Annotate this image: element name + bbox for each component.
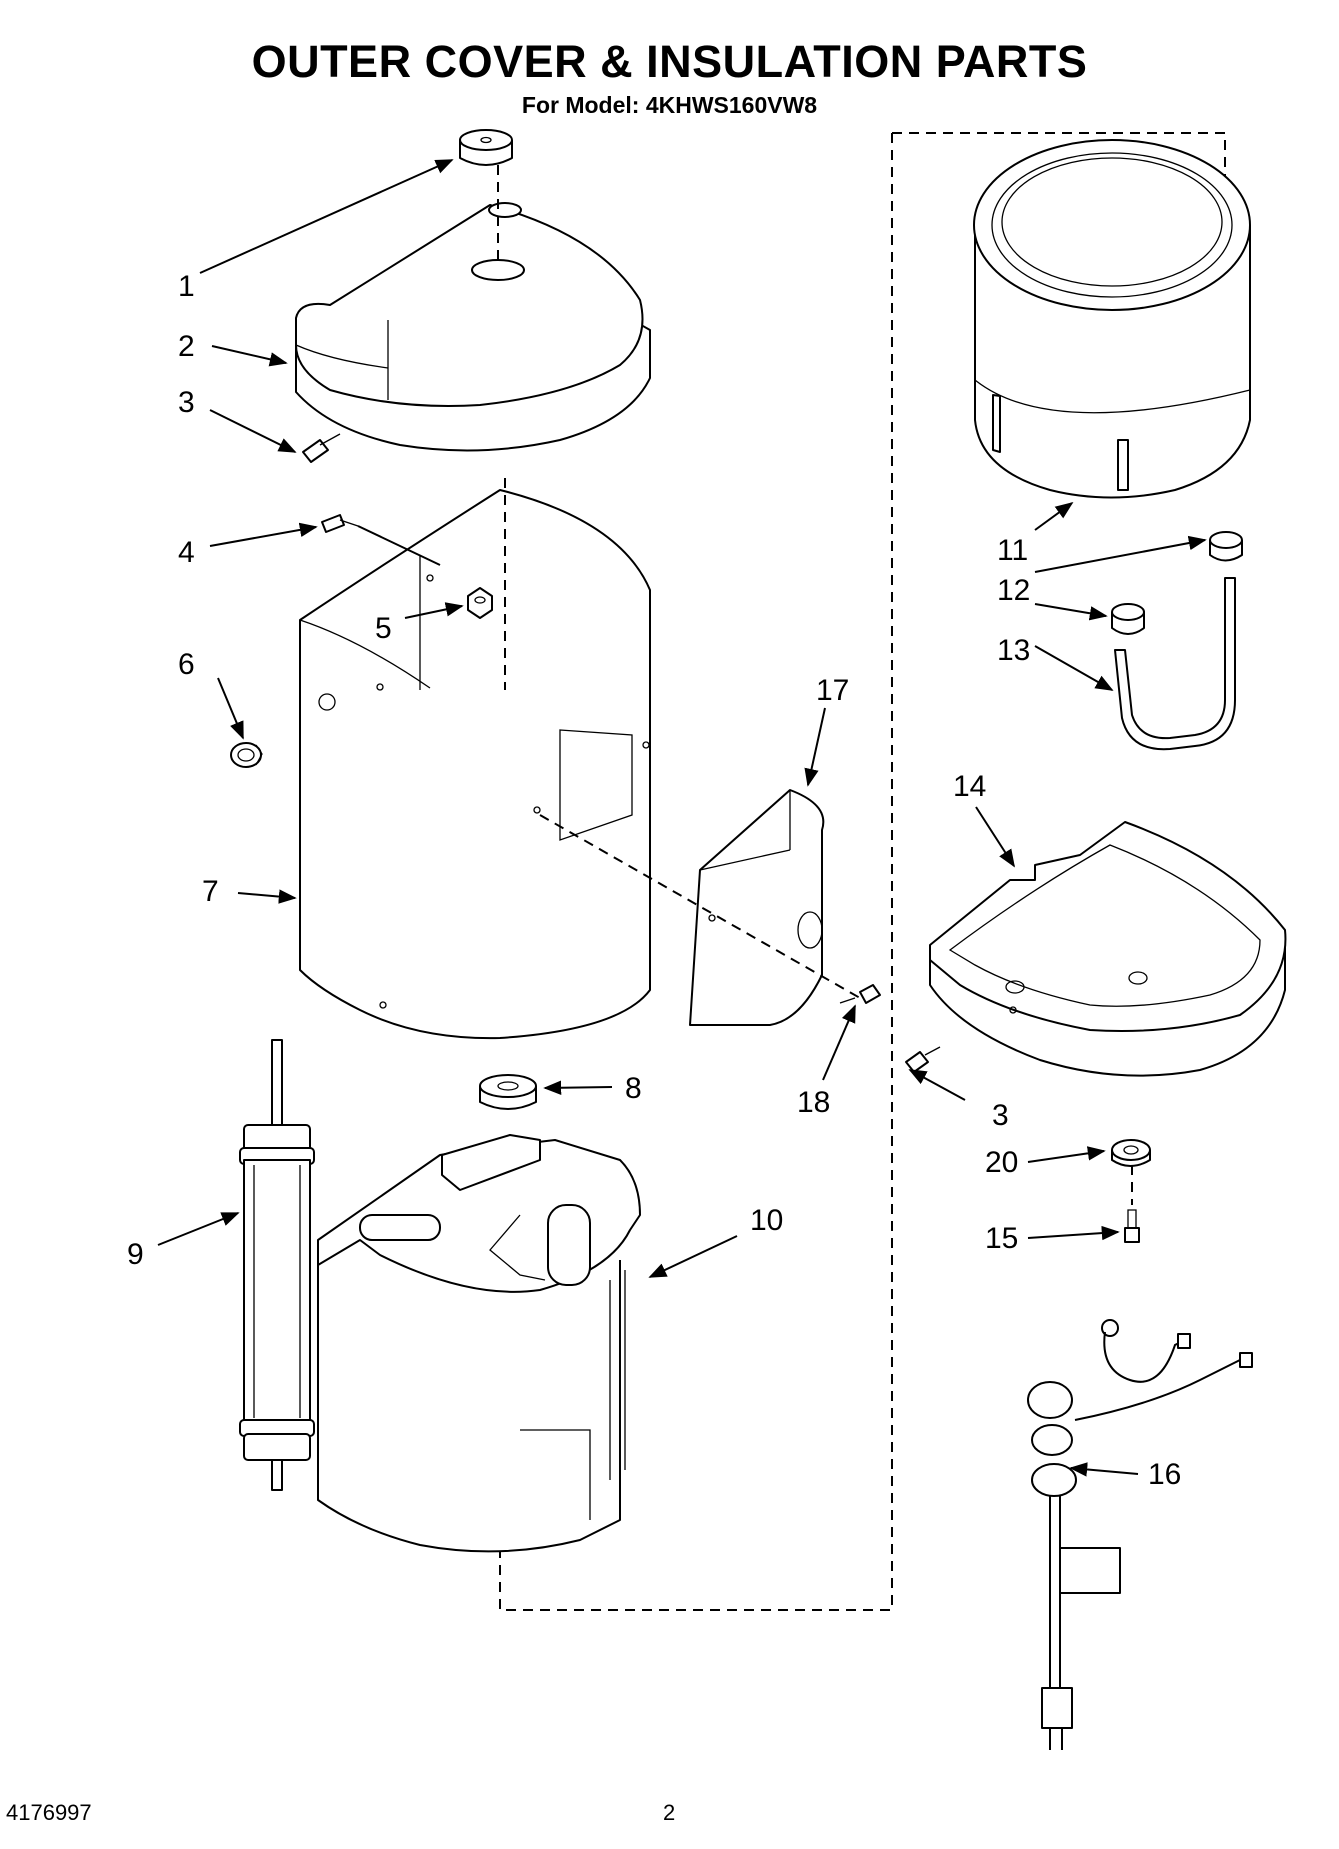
part-3-screw-lower [905,1046,941,1073]
part-2-top-cover [295,202,651,452]
page-title: OUTER COVER & INSULATION PARTS [251,36,1088,87]
callout-6: 6 [178,648,195,681]
callout-17: 17 [816,674,849,707]
callout-15: 15 [985,1222,1018,1255]
callout-8: 8 [625,1072,642,1105]
part-8-grommet [479,1074,537,1110]
part-4-screw [321,514,441,566]
callout-3-upper: 3 [178,386,195,419]
part-5-nut [467,587,493,619]
callout-20: 20 [985,1146,1018,1179]
part-3-screw-upper [302,433,341,463]
part-15-screw [1124,1209,1140,1243]
callout-4: 4 [178,536,195,569]
part-11-insulation-ring [973,139,1251,499]
part-13-tube [1114,577,1236,751]
callout-12: 12 [997,574,1030,607]
callout-1: 1 [178,270,195,303]
part-18-screw [839,984,881,1004]
callout-7: 7 [202,875,219,908]
part-12-plugs [1111,531,1243,635]
part-10-bottom-insulation [317,1134,641,1553]
axis-line-shield [539,814,861,999]
callout-9: 9 [127,1238,144,1271]
part-20-washer [1111,1139,1151,1167]
callout-2: 2 [178,330,195,363]
callout-10: 10 [750,1204,783,1237]
callout-11: 11 [997,534,1028,567]
callout-14: 14 [953,770,986,803]
callout-labels: 1 2 3 4 5 6 7 8 9 10 11 12 13 14 3 20 15… [127,270,1181,1491]
page-number: 2 [663,1800,676,1825]
leader-lines [157,159,1207,1477]
callout-13: 13 [997,634,1030,667]
callout-3-lower: 3 [992,1099,1009,1132]
part-6-grommet [230,742,263,768]
part-14-drain-pan [929,821,1287,1077]
part-16-power-cord [1027,1319,1253,1750]
part-1-plug [459,129,513,166]
callout-5: 5 [375,612,392,645]
part-9-rod [239,1039,315,1491]
part-7-outer-jacket [299,489,651,1040]
document-number: 4176997 [6,1800,92,1825]
model-subtitle: For Model: 4KHWS160VW8 [521,92,818,118]
part-17-heat-shield [689,789,825,1026]
callout-16: 16 [1148,1458,1181,1491]
callout-18: 18 [797,1086,830,1119]
